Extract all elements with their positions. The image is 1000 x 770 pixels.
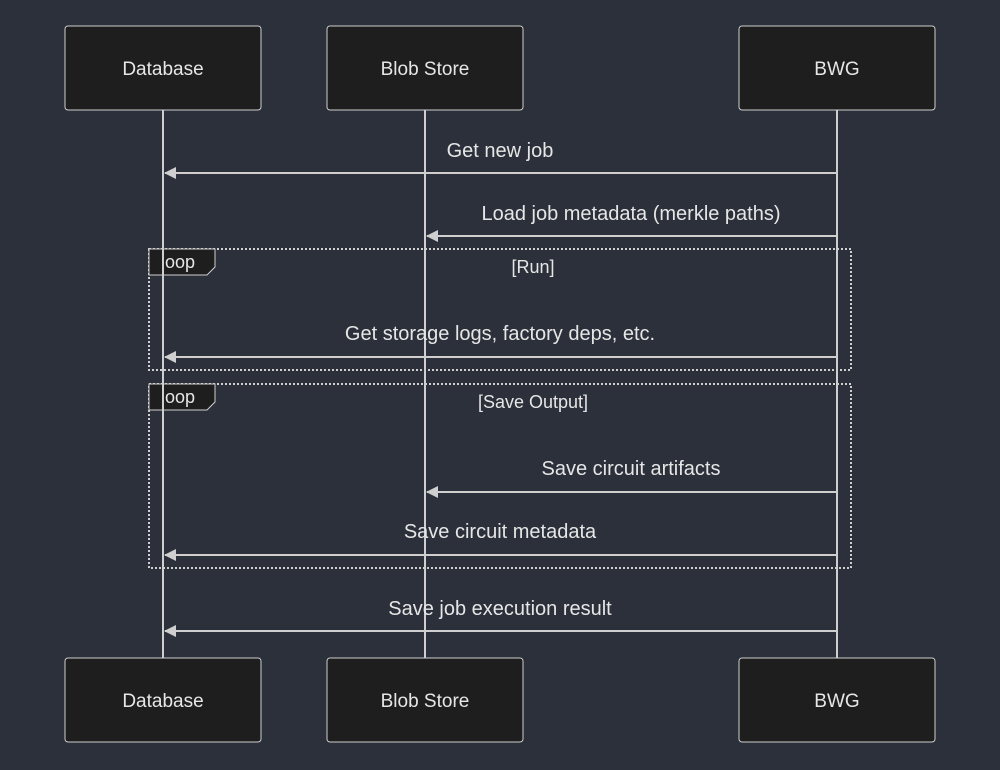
loop-condition: [Run] xyxy=(511,257,554,277)
message-label: Get storage logs, factory deps, etc. xyxy=(345,323,655,345)
actor-label: BWG xyxy=(814,59,859,80)
actor-box xyxy=(738,25,936,111)
actor-bwg-bottom: BWG xyxy=(738,657,936,743)
message-label: Save circuit artifacts xyxy=(542,458,721,480)
loop-frame-1: loop [Run] xyxy=(148,248,852,371)
message-3: Get storage logs, factory deps, etc. xyxy=(164,323,837,363)
actor-box xyxy=(326,657,524,743)
actor-label: Blob Store xyxy=(381,59,470,80)
actor-box xyxy=(64,25,262,111)
actor-label: Blob Store xyxy=(381,691,470,712)
actor-box xyxy=(64,657,262,743)
message-label: Load job metadata (merkle paths) xyxy=(481,203,780,225)
actor-bwg-top: BWG xyxy=(738,25,936,111)
loop-tag-label: loop xyxy=(161,387,195,407)
actor-label: BWG xyxy=(814,691,859,712)
message-label: Get new job xyxy=(447,140,554,162)
actor-box xyxy=(326,25,524,111)
message-5: Save circuit metadata xyxy=(164,521,837,561)
loop-border xyxy=(148,383,852,569)
actor-blob-bottom: Blob Store xyxy=(326,657,524,743)
loop-tag-box xyxy=(148,248,216,276)
message-label: Save job execution result xyxy=(388,598,612,620)
message-1: Get new job xyxy=(164,140,837,179)
actor-box xyxy=(738,657,936,743)
message-4: Save circuit artifacts xyxy=(426,458,837,498)
actor-db-bottom: Database xyxy=(64,657,262,743)
actor-label: Database xyxy=(122,59,203,80)
loop-tag-label: loop xyxy=(161,252,195,272)
loop-frame-2: loop [Save Output] xyxy=(148,383,852,569)
loop-condition: [Save Output] xyxy=(478,392,588,412)
message-2: Load job metadata (merkle paths) xyxy=(426,203,837,242)
loop-tag-box xyxy=(148,383,216,411)
actor-blob-top: Blob Store xyxy=(326,25,524,111)
message-label: Save circuit metadata xyxy=(404,521,597,543)
actor-db-top: Database xyxy=(64,25,262,111)
actor-label: Database xyxy=(122,691,203,712)
message-6: Save job execution result xyxy=(164,598,837,637)
loop-border xyxy=(148,248,852,371)
